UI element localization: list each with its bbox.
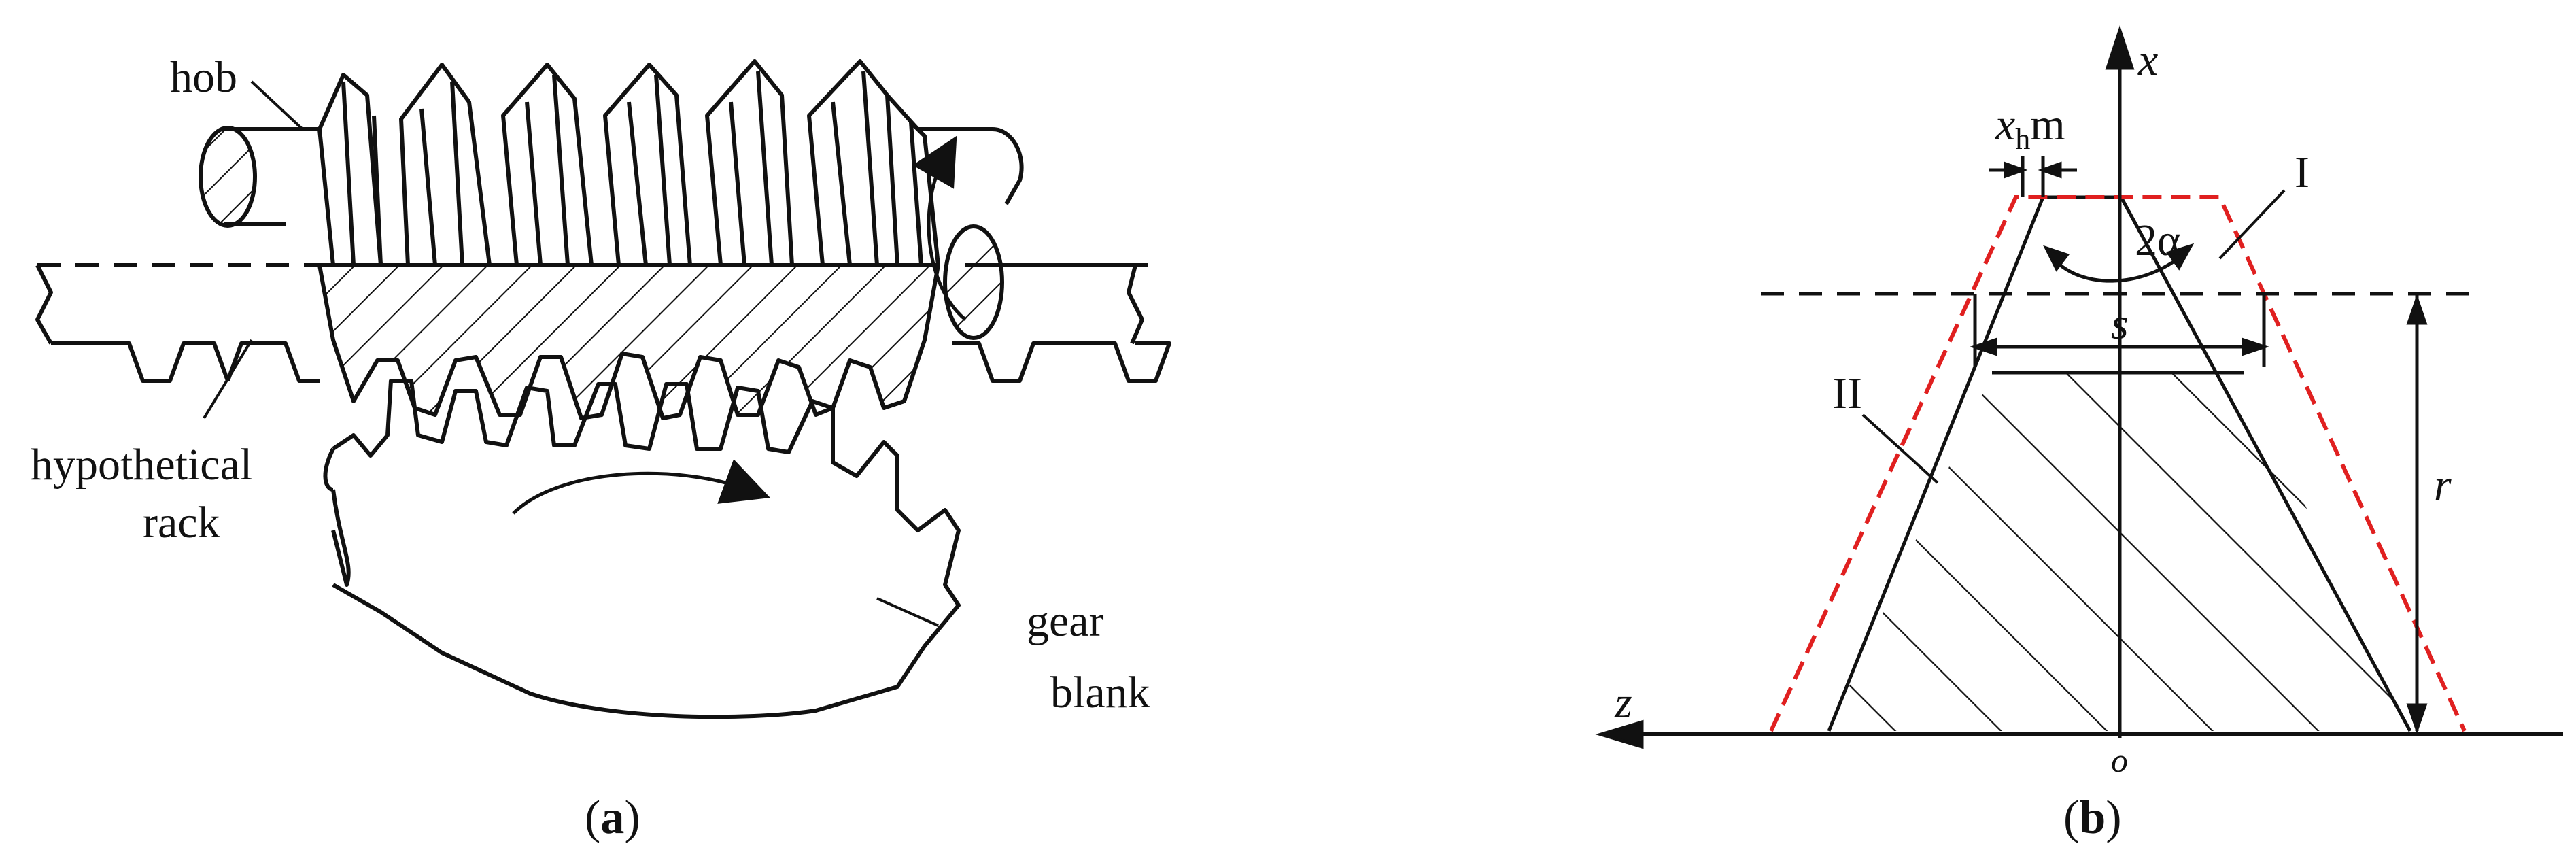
- thickness-label: s: [2111, 299, 2129, 349]
- profile-shift-m: m: [2030, 100, 2065, 150]
- profile-shift-label: xhm: [1995, 100, 2065, 156]
- profile-shift-x: x: [1995, 100, 2015, 150]
- z-axis-arrow: [1595, 719, 1644, 749]
- gear-blank-label-line1: gear: [1027, 596, 1104, 646]
- origin-label: o: [2111, 741, 2128, 779]
- hypothetical-rack-label-line1: hypothetical: [31, 440, 252, 490]
- panel-a-labels: hob hypothetical rack gear blank: [31, 52, 1150, 717]
- tooth-profile-II: [1769, 195, 2467, 732]
- panel-a-hobbing-diagram: [35, 59, 1171, 719]
- profile-II-label: II: [1832, 369, 1862, 418]
- angle-arc: [2052, 254, 2184, 283]
- rack-leader-line: [203, 339, 253, 420]
- gear-blank: [323, 379, 961, 719]
- profile-I-label: I: [2295, 148, 2309, 197]
- panel-b-caption: (b): [2063, 792, 2122, 844]
- panel-b-labels: x z o xhm 2α s r I II: [1614, 35, 2452, 779]
- radius-dimension: [2406, 294, 2428, 734]
- gear-blank-label-line2: blank: [1050, 668, 1150, 717]
- angle-label: 2α: [2135, 216, 2181, 265]
- profile-shift-subscript: h: [2015, 122, 2030, 156]
- gear-blank-leader-line: [876, 597, 939, 627]
- x-axis-arrow: [2105, 24, 2135, 70]
- panel-b-tooth-profile: [1595, 24, 2563, 749]
- panel-a-caption-letter: a: [600, 792, 624, 844]
- profile-II-leader: [1861, 413, 1939, 484]
- hob-leader-line: [250, 80, 304, 131]
- panel-b-caption-letter: b: [2079, 792, 2106, 844]
- hypothetical-rack: [35, 263, 1171, 383]
- panel-a-caption: (a): [585, 792, 640, 844]
- x-axis-label: x: [2137, 35, 2158, 85]
- hypothetical-rack-label-line2: rack: [143, 498, 220, 547]
- hob-label: hob: [170, 52, 237, 102]
- z-axis-label: z: [1614, 678, 1632, 728]
- radius-label: r: [2434, 460, 2452, 510]
- hob: [199, 59, 1024, 420]
- profile-shift-dimension: [1989, 156, 2077, 197]
- profile-I-leader: [2218, 189, 2286, 260]
